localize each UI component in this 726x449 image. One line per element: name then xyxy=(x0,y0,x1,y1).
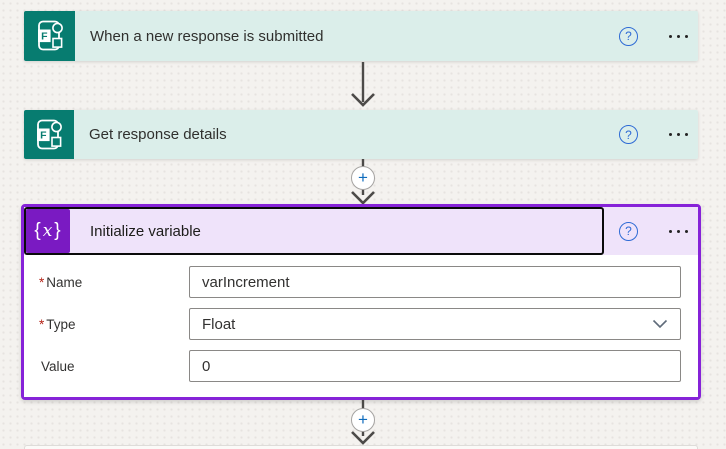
required-marker: * xyxy=(39,316,45,332)
variable-icon: {x} xyxy=(26,209,70,253)
svg-text:F: F xyxy=(40,129,47,141)
trigger-card-when-a-new-response-is-submitted[interactable]: F When a new response is submitted ? xyxy=(24,11,698,61)
action-card-titlebar[interactable]: Get response details ? xyxy=(74,110,698,159)
more-actions-icon[interactable] xyxy=(658,21,698,51)
more-actions-icon[interactable] xyxy=(658,216,698,246)
action-card-get-response-details[interactable]: F Get response details ? xyxy=(24,110,698,159)
name-field-label: * Name xyxy=(39,274,83,290)
microsoft-forms-icon: F xyxy=(24,110,74,159)
help-icon[interactable]: ? xyxy=(619,26,638,46)
microsoft-forms-icon: F xyxy=(24,11,75,61)
insert-step-button[interactable]: + xyxy=(351,166,375,190)
initialize-variable-header[interactable]: {x} Initialize variable ? xyxy=(24,207,698,255)
help-icon[interactable]: ? xyxy=(619,125,638,144)
next-card-partial[interactable] xyxy=(24,445,698,449)
field-row-type: * Type Float xyxy=(24,308,698,340)
field-row-name: * Name xyxy=(24,266,698,298)
value-field-label: Value xyxy=(41,358,75,374)
chevron-down-icon xyxy=(652,319,668,329)
plus-icon: + xyxy=(358,167,368,187)
initialize-variable-body: * Name * Type Float xyxy=(24,255,698,397)
trigger-card-title: When a new response is submitted xyxy=(90,27,324,45)
insert-step-button[interactable]: + xyxy=(351,408,375,432)
variable-value-input[interactable] xyxy=(189,350,681,382)
svg-text:F: F xyxy=(41,31,48,43)
connector-arrow xyxy=(351,62,375,107)
action-card-initialize-variable[interactable]: {x} Initialize variable ? * Name * Type xyxy=(21,204,701,400)
initialize-variable-title: Initialize variable xyxy=(90,222,201,240)
plus-icon: + xyxy=(358,409,368,429)
variable-type-selected-value: Float xyxy=(202,315,236,333)
trigger-card-titlebar[interactable]: When a new response is submitted ? xyxy=(75,11,698,61)
required-marker: * xyxy=(39,274,45,290)
field-row-value: Value xyxy=(24,350,698,382)
action-card-title: Get response details xyxy=(89,126,227,143)
more-actions-icon[interactable] xyxy=(658,120,698,150)
help-icon[interactable]: ? xyxy=(619,221,638,241)
variable-name-input[interactable] xyxy=(189,266,681,298)
variable-type-dropdown[interactable]: Float xyxy=(189,308,681,340)
type-field-label: * Type xyxy=(39,316,76,332)
